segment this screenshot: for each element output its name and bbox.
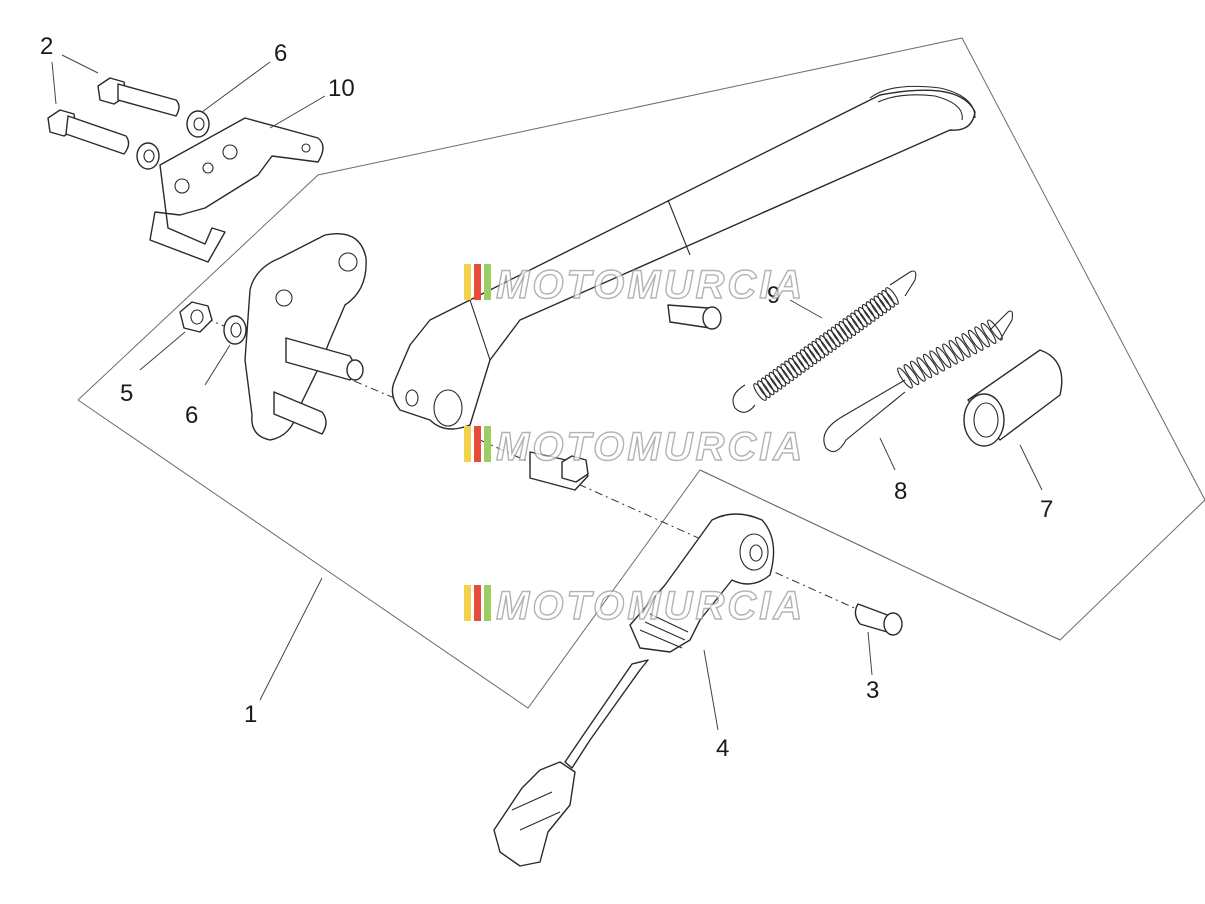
watermark-text: MOTOMURCIA xyxy=(496,263,805,307)
spring-coil xyxy=(980,322,997,344)
watermark-text: MOTOMURCIA xyxy=(496,425,805,469)
spring-coil xyxy=(948,340,965,362)
spring-coil xyxy=(780,363,794,382)
spring-coil xyxy=(846,315,860,334)
spring-coil xyxy=(850,312,864,331)
spring-coil xyxy=(753,383,767,401)
spring-coil xyxy=(788,357,802,376)
callout-4: 4 xyxy=(716,735,729,762)
spring-coil xyxy=(909,360,926,382)
callout-1: 1 xyxy=(244,701,257,728)
spring-coil xyxy=(826,329,841,348)
spring-part-9 xyxy=(732,270,917,413)
spring-coil xyxy=(799,349,814,368)
spring-coil xyxy=(838,320,853,339)
spring-coil xyxy=(811,340,826,359)
bracket-part-10 xyxy=(149,117,324,263)
spring-coil xyxy=(757,380,771,399)
spring-coil xyxy=(815,337,829,356)
assembly-boundary-4 xyxy=(699,469,1061,641)
spring-coil xyxy=(873,295,888,314)
screw-part-3 xyxy=(854,603,903,636)
bushing-part-7 xyxy=(963,349,1063,447)
spring-coil xyxy=(916,357,933,379)
side-stand-switch-part-4 xyxy=(493,513,775,867)
leader-lines xyxy=(51,54,1043,731)
spring-coil xyxy=(935,346,952,368)
spring-coil xyxy=(903,364,920,386)
washer-part-6-upper xyxy=(186,110,210,138)
spring-coil xyxy=(974,326,991,348)
spring-coil xyxy=(819,335,833,353)
spring-coil xyxy=(869,298,884,317)
washer-part-6-lower xyxy=(136,142,160,170)
spring-coil xyxy=(776,366,791,384)
spring-coil xyxy=(954,336,971,358)
watermark-text: MOTOMURCIA xyxy=(496,584,805,628)
spring-coil xyxy=(877,292,892,311)
spring-coil xyxy=(764,374,779,393)
spring-coil xyxy=(792,354,806,373)
side-stand-leg xyxy=(391,85,976,430)
spring-coil xyxy=(803,346,818,365)
mounting-plate xyxy=(244,233,367,441)
spring-coil xyxy=(768,371,783,390)
spring-coil xyxy=(834,323,849,342)
spring-part-8 xyxy=(823,310,1014,453)
watermark-middle: MOTOMURCIA xyxy=(464,424,805,470)
spring-coil xyxy=(830,326,845,345)
spring-coil xyxy=(897,367,913,389)
bolt-part-2-lower xyxy=(47,109,130,155)
callout-8: 8 xyxy=(894,478,907,505)
switch-pin xyxy=(529,451,589,491)
spring-coil xyxy=(967,329,984,351)
spring-coil xyxy=(922,353,939,375)
spring-coil xyxy=(807,343,822,362)
callout-10: 10 xyxy=(328,75,355,102)
spring-coil xyxy=(858,306,872,325)
callout-3: 3 xyxy=(866,677,879,704)
spring-coil xyxy=(961,333,978,355)
watermark-top: MOTOMURCIA xyxy=(464,262,805,308)
spring-coil xyxy=(772,368,787,387)
spring-coil xyxy=(942,343,958,365)
spring-coil xyxy=(881,289,895,308)
callout-6-middle: 6 xyxy=(185,402,198,429)
spring-coil xyxy=(760,377,775,396)
spring-coil xyxy=(987,319,1003,341)
spring-coil xyxy=(842,318,857,336)
spring-coil xyxy=(823,332,837,351)
nut-part-5 xyxy=(179,301,213,333)
callout-2: 2 xyxy=(40,33,53,60)
callout-9: 9 xyxy=(767,282,780,309)
spring-coil xyxy=(885,287,899,305)
washer-part-6-middle xyxy=(223,315,247,345)
watermark-bottom: MOTOMURCIA xyxy=(464,583,805,629)
spring-coil xyxy=(795,352,810,370)
spring-coil xyxy=(865,301,880,320)
assembly-boundary-1 xyxy=(77,37,1205,709)
spring-coil xyxy=(861,304,876,322)
bolt-part-2-upper xyxy=(97,77,180,117)
spring-hook-pin xyxy=(667,304,722,330)
spring-coil xyxy=(929,350,946,372)
callout-5: 5 xyxy=(120,380,133,407)
spring-coil xyxy=(784,360,798,379)
spring-coil xyxy=(854,309,868,328)
callout-7: 7 xyxy=(1040,496,1053,523)
callout-6-upper: 6 xyxy=(274,40,287,67)
